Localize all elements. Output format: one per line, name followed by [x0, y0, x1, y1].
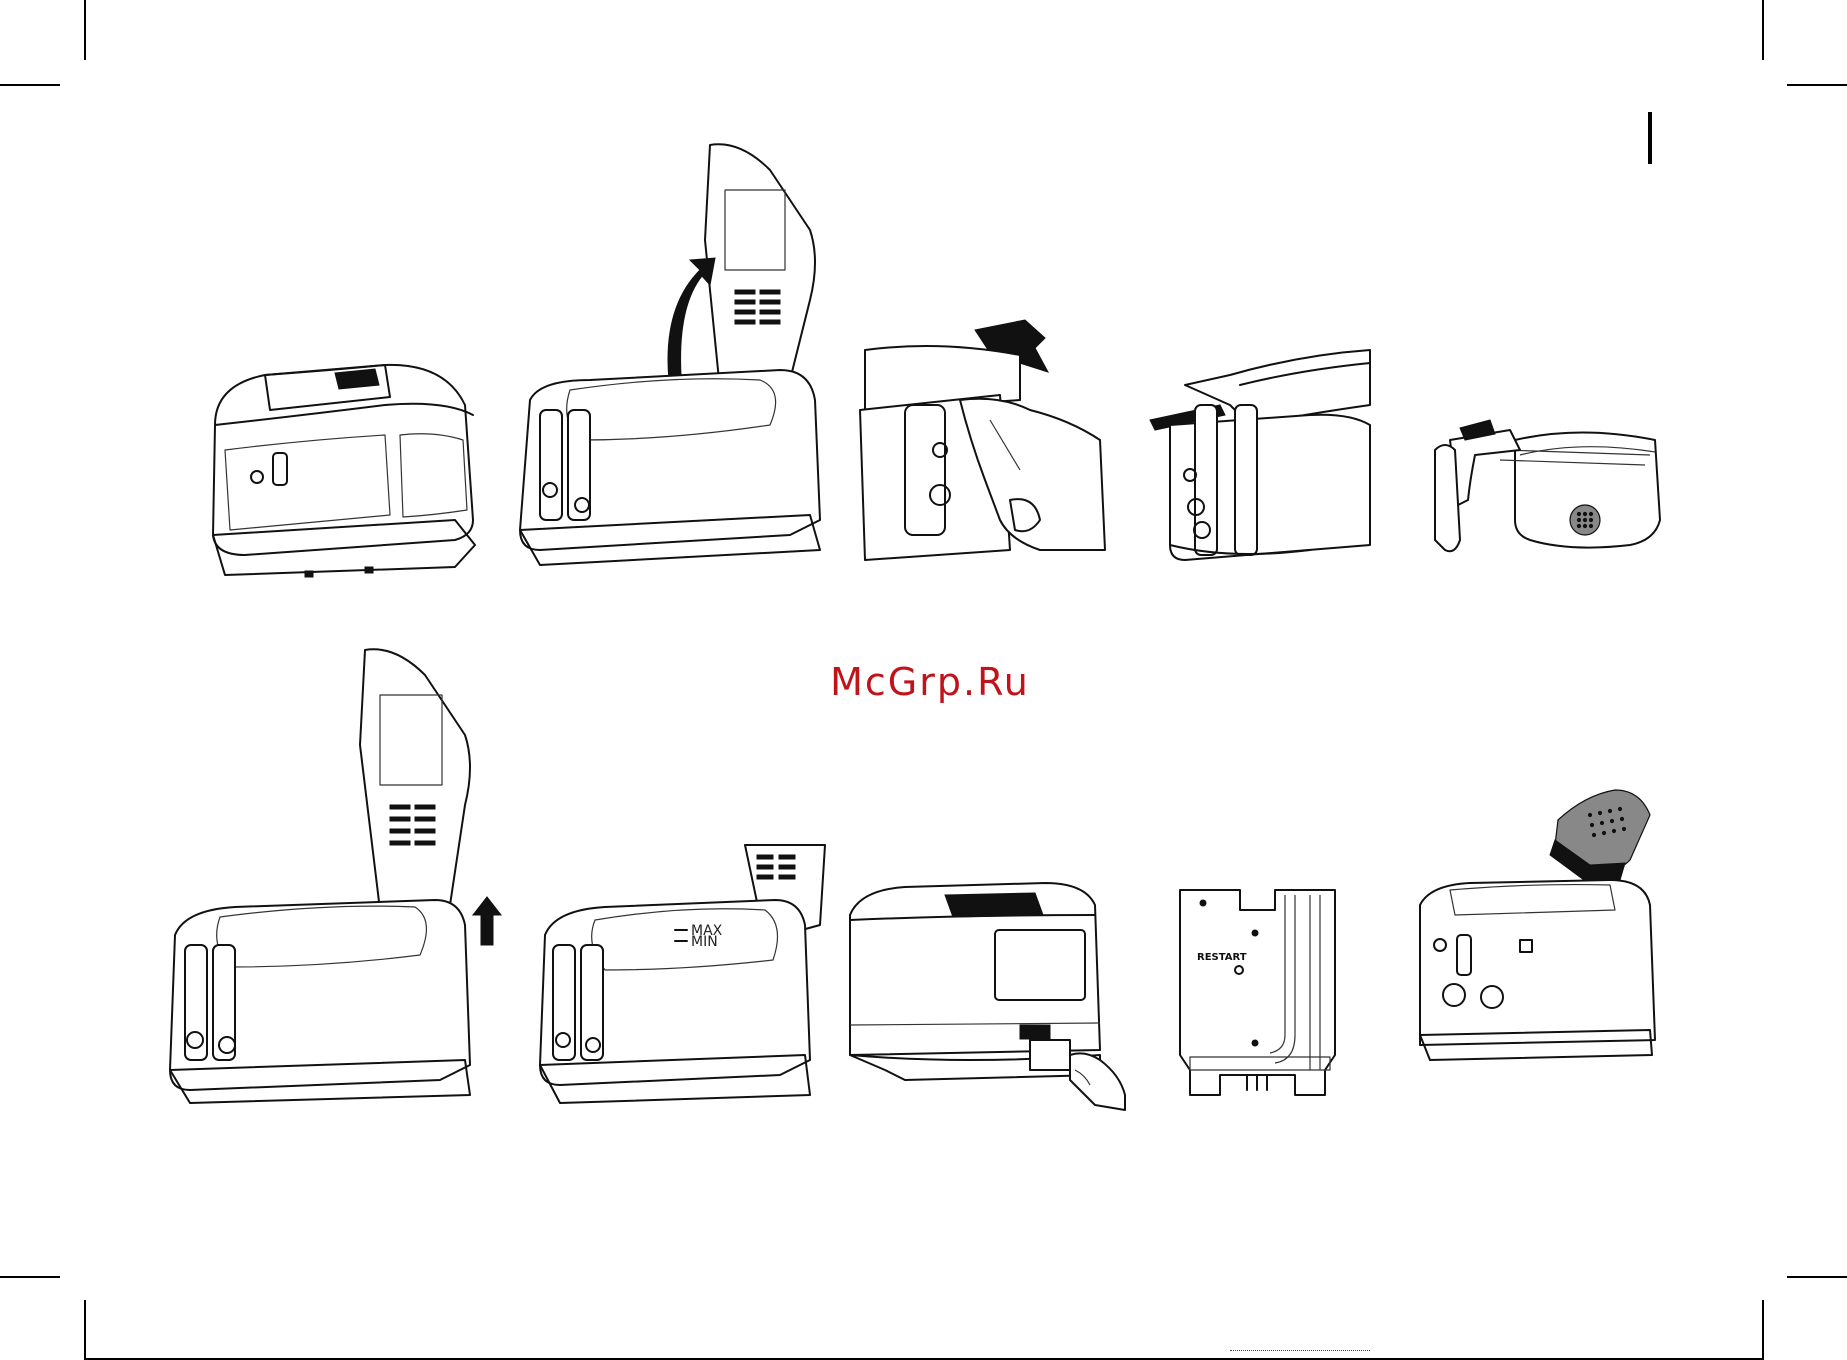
- fryer-lid-lift-off-illustration: [165, 645, 505, 1105]
- fryer-oil-level-illustration: MAX MIN: [535, 845, 830, 1105]
- min-level-label: MIN: [691, 934, 718, 950]
- fryer-lid-opening-illustration: [510, 140, 830, 580]
- fryer-basket-handle-raised-illustration: [1150, 345, 1370, 580]
- fryer-filter-cover-illustration: [1410, 785, 1665, 1085]
- crop-mark: [1787, 1276, 1847, 1278]
- bottom-dotted-rule: [1230, 1350, 1370, 1353]
- control-unit-back-illustration: RESTART: [1175, 885, 1345, 1100]
- crop-mark: [1762, 0, 1764, 60]
- crop-mark: [84, 0, 86, 60]
- watermark-text: McGrp.Ru: [800, 660, 1060, 704]
- crop-mark: [84, 1300, 86, 1360]
- crop-mark: [1787, 84, 1847, 86]
- crop-mark: [0, 84, 60, 86]
- fryer-control-unit-illustration: [845, 875, 1130, 1115]
- crop-mark: [1762, 1300, 1764, 1360]
- fryer-closed-illustration: [185, 345, 490, 580]
- basket-removed-illustration: [1430, 410, 1665, 560]
- restart-label: RESTART: [1197, 952, 1247, 963]
- fryer-handle-pull-illustration: [860, 320, 1110, 580]
- page-tab-marker: [1648, 112, 1652, 164]
- crop-mark: [0, 1276, 60, 1278]
